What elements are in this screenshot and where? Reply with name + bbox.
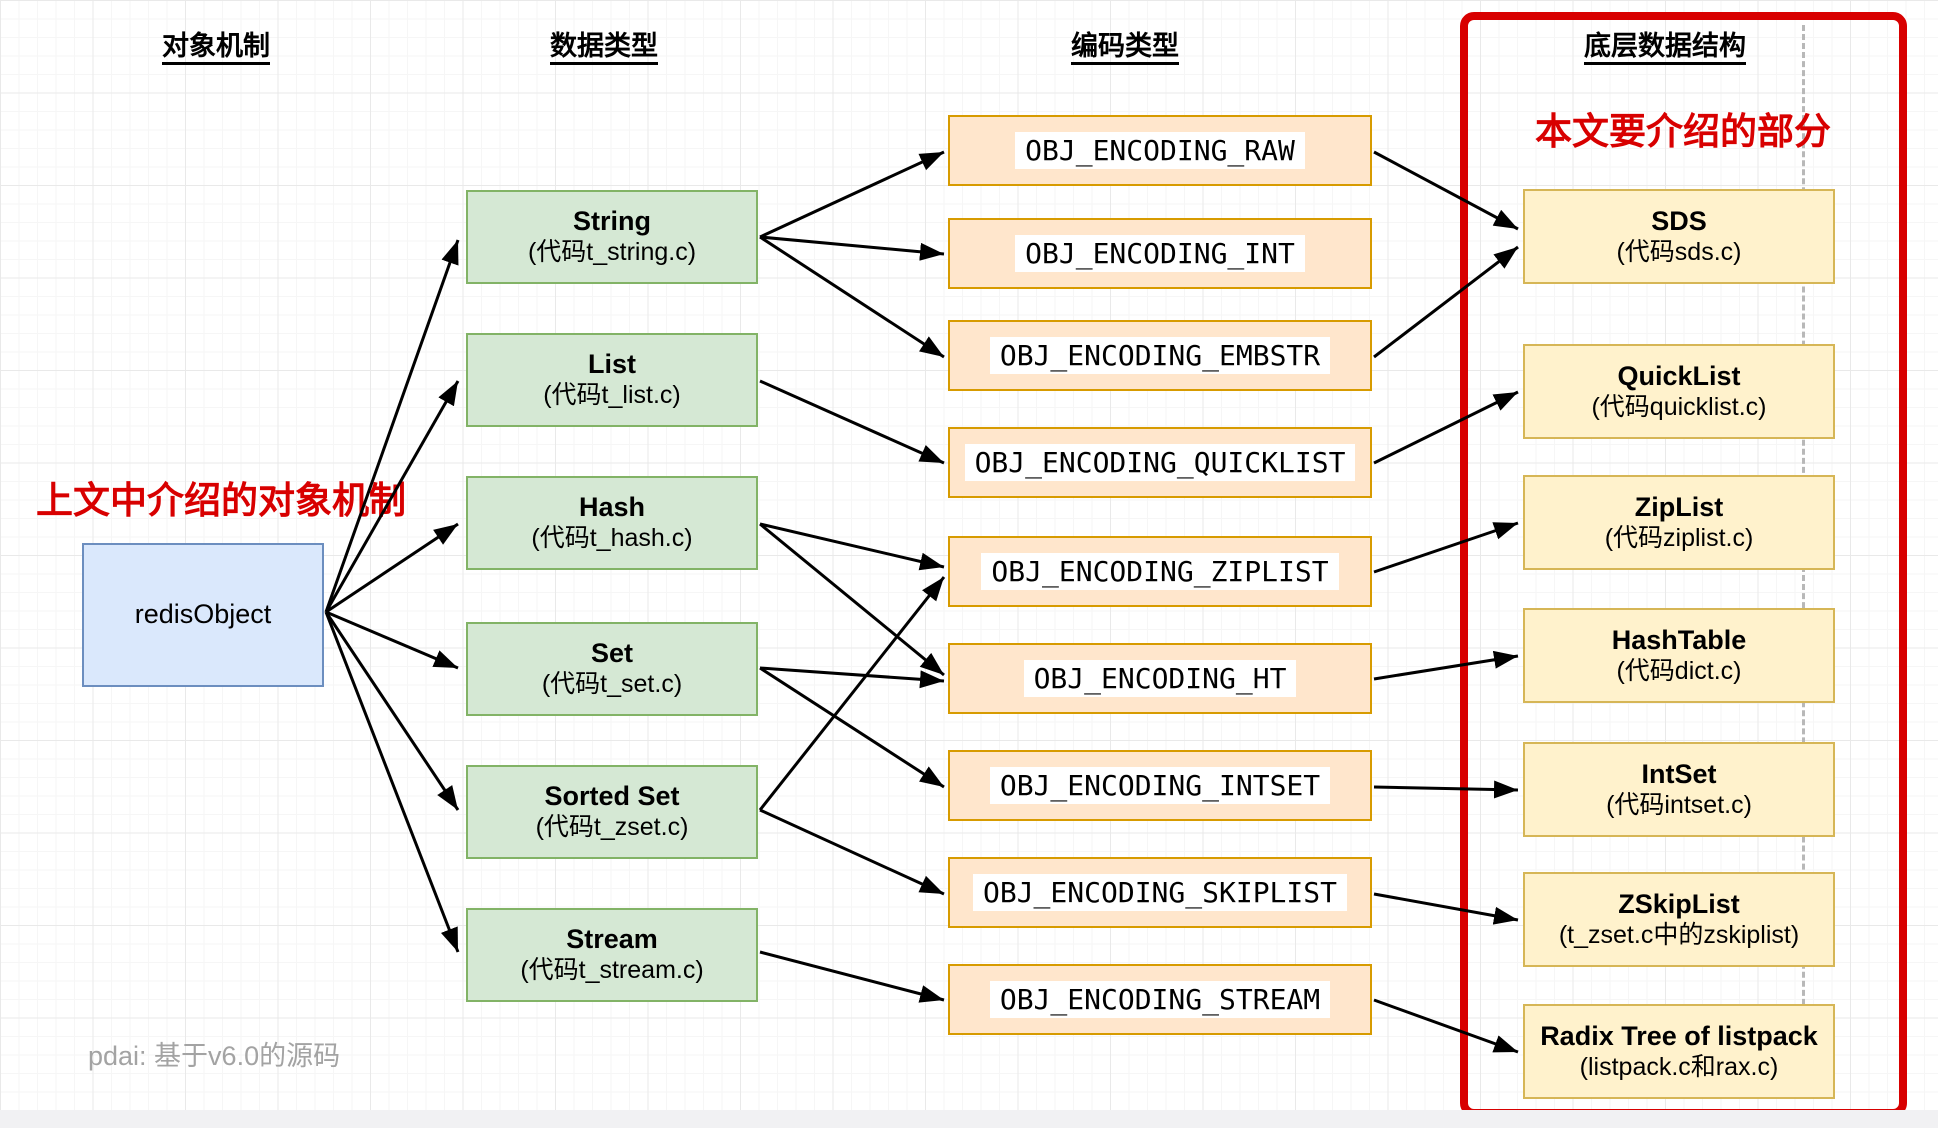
node-obj-encoding-ziplist: OBJ_ENCODING_ZIPLIST: [948, 536, 1372, 607]
node-intset-subtitle: (代码intset.c): [1606, 790, 1752, 819]
node-stream-subtitle: (代码t_stream.c): [520, 956, 704, 985]
edge-sortedset-skiplist: [759, 808, 945, 896]
node-stream: Stream (代码t_stream.c): [466, 908, 758, 1002]
node-obj-encoding-int: OBJ_ENCODING_INT: [948, 218, 1372, 289]
edge-hash-ht: [759, 522, 945, 677]
node-radix-tree: Radix Tree of listpack (listpack.c和rax.c…: [1523, 1004, 1835, 1099]
node-ziplist-title: ZipList: [1634, 491, 1724, 522]
edge-redisobject-sortedset: [324, 611, 460, 811]
node-sorted-set: Sorted Set (代码t_zset.c): [466, 765, 758, 859]
node-quicklist-subtitle: (代码quicklist.c): [1591, 392, 1767, 421]
node-radix-tree-title: Radix Tree of listpack: [1540, 1020, 1818, 1051]
node-obj-encoding-ht-label: OBJ_ENCODING_HT: [1023, 659, 1297, 698]
edge-string-int: [759, 235, 945, 261]
node-sorted-set-title: Sorted Set: [544, 781, 680, 812]
node-obj-encoding-ziplist-label: OBJ_ENCODING_ZIPLIST: [981, 552, 1339, 591]
node-intset: IntSet (代码intset.c): [1523, 742, 1835, 837]
node-set-title: Set: [590, 638, 634, 669]
node-sds-title: SDS: [1651, 205, 1707, 236]
node-string: String (代码t_string.c): [466, 190, 758, 284]
edge-string-raw: [759, 150, 945, 239]
node-hashtable-subtitle: (代码dict.c): [1616, 656, 1742, 685]
watermark: pdai: 基于v6.0的源码: [88, 1041, 341, 1071]
node-redisobject-label: redisObject: [134, 599, 272, 630]
node-list: List (代码t_list.c): [466, 333, 758, 427]
node-obj-encoding-quicklist: OBJ_ENCODING_QUICKLIST: [948, 427, 1372, 498]
node-obj-encoding-stream: OBJ_ENCODING_STREAM: [948, 964, 1372, 1035]
node-hash: Hash (代码t_hash.c): [466, 476, 758, 570]
node-intset-title: IntSet: [1641, 758, 1717, 789]
node-obj-encoding-embstr-label: OBJ_ENCODING_EMBSTR: [989, 336, 1331, 375]
node-zskiplist-title: ZSkipList: [1618, 888, 1740, 919]
column-header-underlying-structures: 底层数据结构: [1584, 31, 1746, 61]
node-set-subtitle: (代码t_set.c): [541, 670, 683, 699]
node-redisobject: redisObject: [82, 543, 324, 687]
edge-stream-stream: [759, 950, 945, 1003]
column-header-object-mechanism: 对象机制: [162, 31, 270, 61]
edge-set-ht: [759, 666, 945, 689]
node-obj-encoding-stream-label: OBJ_ENCODING_STREAM: [989, 980, 1331, 1019]
node-zskiplist: ZSkipList (t_zset.c中的zskiplist): [1523, 872, 1835, 967]
node-ziplist: ZipList (代码ziplist.c): [1523, 475, 1835, 570]
column-header-data-types: 数据类型: [550, 31, 658, 61]
edge-sortedset-ziplist: [758, 576, 946, 811]
edge-redisobject-stream: [324, 611, 460, 953]
node-list-title: List: [587, 349, 636, 380]
node-string-subtitle: (代码t_string.c): [527, 238, 697, 267]
edge-redisobject-string: [324, 239, 460, 613]
note-object-mechanism: 上文中介绍的对象机制: [36, 480, 406, 521]
node-obj-encoding-skiplist: OBJ_ENCODING_SKIPLIST: [948, 857, 1372, 928]
edge-list-quicklist: [759, 379, 945, 465]
node-quicklist: QuickList (代码quicklist.c): [1523, 344, 1835, 439]
edge-set-intset: [759, 666, 945, 789]
node-hash-subtitle: (代码t_hash.c): [531, 524, 693, 553]
column-header-encoding-types: 编码类型: [1071, 31, 1179, 61]
edge-redisobject-hash: [325, 522, 459, 614]
horizontal-scrollbar[interactable]: [0, 1110, 1938, 1128]
edge-redisobject-set: [325, 610, 459, 670]
node-zskiplist-subtitle: (t_zset.c中的zskiplist): [1558, 920, 1800, 949]
edge-hash-ziplist: [759, 522, 945, 571]
node-ziplist-subtitle: (代码ziplist.c): [1604, 523, 1754, 552]
node-hashtable: HashTable (代码dict.c): [1523, 608, 1835, 703]
node-set: Set (代码t_set.c): [466, 622, 758, 716]
node-string-title: String: [573, 206, 651, 237]
node-obj-encoding-raw: OBJ_ENCODING_RAW: [948, 115, 1372, 186]
node-obj-encoding-raw-label: OBJ_ENCODING_RAW: [1015, 131, 1305, 170]
node-obj-encoding-quicklist-label: OBJ_ENCODING_QUICKLIST: [964, 443, 1356, 482]
node-obj-encoding-intset-label: OBJ_ENCODING_INTSET: [989, 766, 1331, 805]
node-obj-encoding-int-label: OBJ_ENCODING_INT: [1015, 234, 1305, 273]
node-sds: SDS (代码sds.c): [1523, 189, 1835, 284]
node-stream-title: Stream: [566, 924, 658, 955]
node-obj-encoding-skiplist-label: OBJ_ENCODING_SKIPLIST: [972, 873, 1347, 912]
node-obj-encoding-intset: OBJ_ENCODING_INTSET: [948, 750, 1372, 821]
node-sorted-set-subtitle: (代码t_zset.c): [535, 813, 689, 842]
node-obj-encoding-ht: OBJ_ENCODING_HT: [948, 643, 1372, 714]
edge-string-embstr: [759, 235, 945, 359]
note-covered-in-article: 本文要介绍的部分: [1535, 111, 1831, 152]
node-hashtable-title: HashTable: [1611, 624, 1747, 655]
node-radix-tree-subtitle: (listpack.c和rax.c): [1579, 1052, 1779, 1081]
node-sds-subtitle: (代码sds.c): [1616, 237, 1742, 266]
node-quicklist-title: QuickList: [1617, 360, 1741, 391]
node-hash-title: Hash: [578, 492, 646, 523]
node-obj-encoding-embstr: OBJ_ENCODING_EMBSTR: [948, 320, 1372, 391]
node-list-subtitle: (代码t_list.c): [543, 381, 681, 410]
